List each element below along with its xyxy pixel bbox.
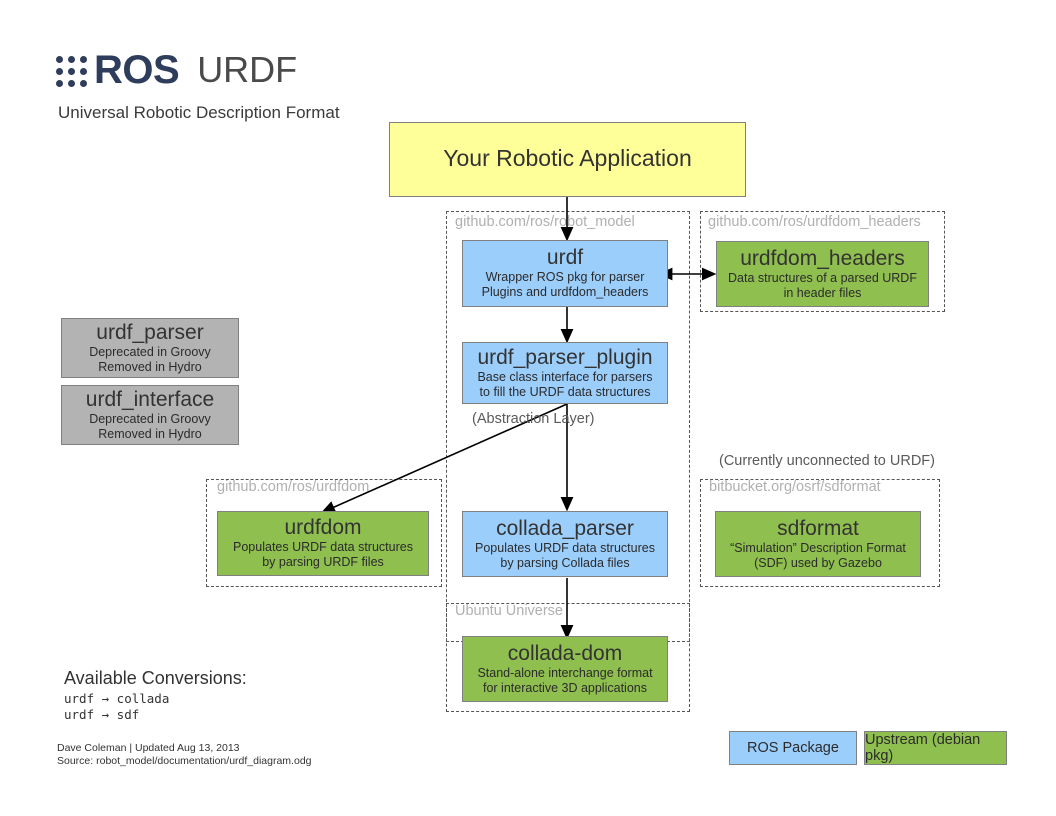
node-subtitle-line1: Base class interface for parsers: [477, 369, 653, 384]
legend-label: Upstream (debian pkg): [865, 732, 981, 764]
node-subtitle-line2: (SDF) used by Gazebo: [754, 555, 882, 570]
legend-upstream-debian-pkg: Upstream (debian pkg): [864, 731, 1007, 765]
node-title: urdf_interface: [85, 387, 215, 411]
node-title: collada-dom: [507, 641, 623, 665]
group-label-robot-model: github.com/ros/robot_model: [455, 214, 635, 230]
logo-row: ROS URDF: [56, 50, 340, 90]
available-conversions: Available Conversions: urdf → collada ur…: [64, 668, 247, 723]
group-ubuntu-universe: [446, 603, 690, 712]
group-sdformat: [700, 479, 940, 587]
group-label-urdfdom-headers: github.com/ros/urdfdom_headers: [708, 214, 921, 230]
node-subtitle-line2: by parsing Collada files: [500, 555, 630, 570]
node-subtitle-line2: to fill the URDF data structures: [479, 384, 651, 399]
node-subtitle-line2: Plugins and urdfdom_headers: [481, 285, 649, 299]
node-title: urdfdom: [284, 516, 362, 539]
node-title: collada_parser: [496, 516, 634, 540]
page-header: ROS URDF Universal Robotic Description F…: [56, 50, 340, 123]
node-title: urdf_parser: [96, 320, 204, 344]
credits-source-line: Source: robot_model/documentation/urdf_d…: [57, 755, 312, 767]
legend-label: ROS Package: [747, 740, 839, 756]
node-urdf-parser-plugin[interactable]: urdf_parser_plugin Base class interface …: [462, 342, 668, 404]
node-sdformat[interactable]: sdformat “Simulation” Description Format…: [715, 511, 921, 577]
node-title: urdfdom_headers: [740, 246, 905, 270]
credits: Dave Coleman | Updated Aug 13, 2013 Sour…: [57, 742, 312, 768]
ros-wordmark: ROS: [94, 48, 180, 92]
node-collada-dom[interactable]: collada-dom Stand-alone interchange form…: [462, 636, 668, 702]
node-title: urdf: [546, 246, 584, 269]
node-title: sdformat: [777, 516, 859, 540]
ros-logo-dots-icon: [56, 56, 87, 87]
node-collada-parser[interactable]: collada_parser Populates URDF data struc…: [462, 511, 668, 577]
note-abstraction-layer: (Abstraction Layer): [472, 411, 595, 427]
group-label-urdfdom: github.com/ros/urdfdom: [217, 479, 370, 495]
node-title: Your Robotic Application: [443, 145, 692, 171]
node-urdf-interface[interactable]: urdf_interface Deprecated in Groovy Remo…: [61, 385, 239, 445]
node-subtitle-line1: Stand-alone interchange format: [477, 665, 653, 680]
node-urdfdom[interactable]: urdfdom Populates URDF data structures b…: [217, 511, 429, 576]
conversion-item-0: urdf → collada: [64, 691, 170, 706]
node-urdf[interactable]: urdf Wrapper ROS pkg for parser Plugins …: [462, 240, 668, 307]
conversion-item-1: urdf → sdf: [64, 707, 140, 722]
legend-ros-package: ROS Package: [729, 731, 857, 765]
node-your-robotic-application[interactable]: Your Robotic Application: [389, 122, 746, 197]
node-subtitle-line2: Removed in Hydro: [98, 426, 202, 441]
node-subtitle-line1: Populates URDF data structures: [233, 540, 413, 554]
node-subtitle-line1: Deprecated in Groovy: [89, 344, 211, 359]
node-subtitle-line1: “Simulation” Description Format: [730, 540, 906, 555]
page-title: URDF: [197, 49, 298, 90]
node-subtitle-line1: Populates URDF data structures: [475, 540, 655, 555]
group-label-sdformat: bitbucket.org/osrf/sdformat: [709, 479, 881, 495]
node-subtitle-line2: in header files: [783, 285, 862, 300]
conversions-heading: Available Conversions:: [64, 668, 247, 688]
group-label-ubuntu-universe: Ubuntu Universe: [455, 603, 563, 619]
node-subtitle-line1: Deprecated in Groovy: [89, 411, 211, 426]
credits-author-line: Dave Coleman | Updated Aug 13, 2013: [57, 742, 240, 754]
node-subtitle-line2: for interactive 3D applications: [483, 680, 647, 695]
page-subtitle: Universal Robotic Description Format: [58, 103, 340, 122]
node-urdf-parser[interactable]: urdf_parser Deprecated in Groovy Removed…: [61, 318, 239, 378]
note-currently-unconnected: (Currently unconnected to URDF): [719, 453, 935, 469]
node-title: urdf_parser_plugin: [477, 345, 653, 369]
node-subtitle-line2: by parsing URDF files: [262, 555, 384, 569]
node-urdfdom-headers[interactable]: urdfdom_headers Data structures of a par…: [716, 241, 929, 307]
node-subtitle-line2: Removed in Hydro: [98, 359, 202, 374]
group-urdfdom-headers: [700, 211, 945, 312]
node-subtitle-line1: Data structures of a parsed URDF: [728, 270, 917, 285]
node-subtitle-line1: Wrapper ROS pkg for parser: [485, 270, 645, 284]
